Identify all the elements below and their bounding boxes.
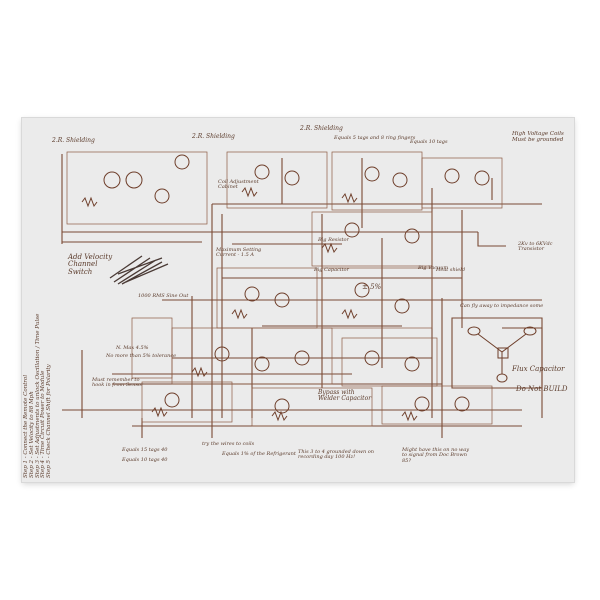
note-shielding-3: 2.R. Shielding <box>300 125 343 132</box>
scribble <box>109 255 169 285</box>
note-equals-2: Equals 10 tags 40 <box>122 457 168 463</box>
schematic-sheet: 2.R. Shielding 2.R. Shielding 2.R. Shiel… <box>22 118 574 482</box>
component-groups <box>66 151 503 427</box>
note-shielding-1: 2.R. Shielding <box>52 137 95 144</box>
note-big-vacuum: Big Vacuum <box>418 265 449 271</box>
note-equals-1: Equals 15 tags 40 <box>122 447 168 453</box>
note-might-have: Might have this on no way to signal from… <box>402 447 470 464</box>
note-grounds-big: Equals 10 tags <box>410 139 448 145</box>
vacuum-tubes <box>103 154 490 414</box>
note-plus-minus: ± 5% <box>362 283 382 291</box>
note-bypass: Bypass with Welder Capacitor <box>318 389 372 403</box>
note-this-3-to: This 3 to 4 grounded down on recording d… <box>298 449 374 461</box>
note-big-resistor: Big Resistor <box>318 237 349 243</box>
resistors <box>81 186 418 422</box>
note-coil: Coil Adjustment Cabinet <box>218 179 259 191</box>
flux-capacitor-drawing <box>451 317 543 389</box>
note-velocity-output: 1000 RMS Sine Out <box>138 293 189 299</box>
note-grounds-tubes: Equals 5 tags and 8 ring fingers <box>334 135 416 141</box>
step-5: Step 5 - Check Channel Shift for Polarit… <box>46 364 53 478</box>
note-on-fly-away: Can fly away to impedance some <box>460 303 544 309</box>
note-equals-3: Equals 1% of the Refrigerant <box>222 451 296 457</box>
steps-list: Step 1 - Connect the Remote Control Step… <box>23 314 53 478</box>
note-2kv: 2Kv to 6KVdc Transistor <box>518 241 553 253</box>
note-heat-ground: Heat shield <box>436 267 466 273</box>
note-high-voltage: High Voltage Coils Must be grounded <box>512 131 564 143</box>
note-maximum-setting: Maximum Setting Current - 1.5 A <box>216 247 262 259</box>
note-hv-capacitor: Big Capacitor <box>314 267 349 273</box>
note-flux-capacitor: Flux Capacitor <box>512 365 565 373</box>
flux-capacitor-schematic <box>61 151 543 438</box>
note-try-the-wires: try the wires to coils <box>202 441 255 447</box>
wiring <box>61 154 543 438</box>
note-add-velocity: Add Velocity Channel Switch <box>68 253 113 276</box>
note-must-remember: Must remember to hook in from Sensor <box>92 377 144 389</box>
note-do-not-build: Do Not BUILD <box>516 385 568 393</box>
note-n-max: N. Max 4.5% <box>116 345 149 351</box>
note-shielding-2: 2.R. Shielding <box>192 133 235 140</box>
note-no-more-than: No more than 5% tolerance <box>106 353 177 359</box>
